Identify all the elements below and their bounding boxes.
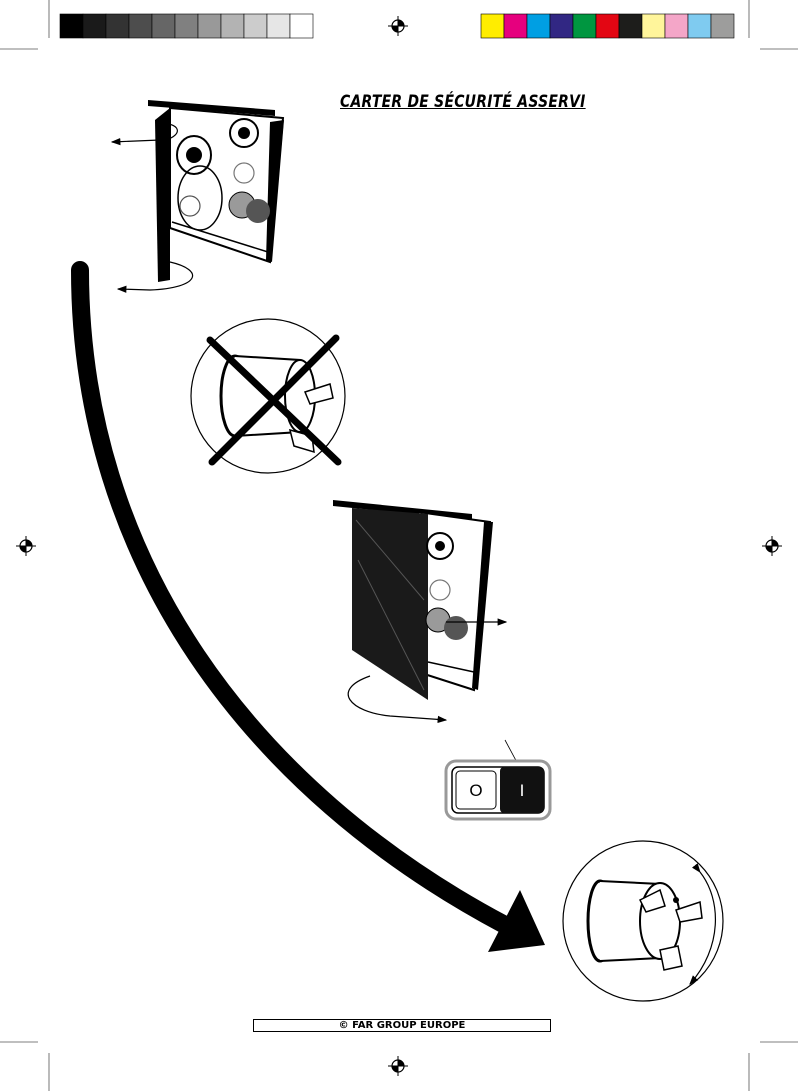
color-swatch	[220, 13, 245, 39]
grayscale-color-bar	[59, 13, 314, 39]
rotation-arrow-icon	[689, 863, 716, 985]
registration-target-icon	[387, 15, 409, 37]
color-swatch	[59, 13, 84, 39]
color-swatch	[572, 13, 597, 39]
process-color-bar	[480, 13, 735, 39]
color-swatch	[266, 13, 291, 39]
color-swatch	[710, 13, 735, 39]
registration-target-icon	[761, 535, 783, 557]
color-swatch	[549, 13, 574, 39]
color-swatch	[687, 13, 712, 39]
switch-off-label: O	[469, 781, 482, 800]
machine-guard-open	[110, 100, 285, 293]
color-swatch	[82, 13, 107, 39]
color-swatch	[641, 13, 666, 39]
switch-on-label: I	[520, 781, 525, 800]
color-swatch	[289, 13, 314, 39]
color-swatch	[503, 13, 528, 39]
color-swatch	[128, 13, 153, 39]
color-swatch	[480, 13, 505, 39]
color-swatch	[618, 13, 643, 39]
color-swatch	[664, 13, 689, 39]
color-swatch	[243, 13, 268, 39]
color-swatch	[526, 13, 551, 39]
color-swatch	[151, 13, 176, 39]
color-swatch	[174, 13, 199, 39]
curved-arrow-icon	[71, 261, 545, 952]
crossed-out-icon	[206, 334, 342, 466]
registration-target-icon	[387, 1055, 409, 1077]
chuck-detail-crossed	[190, 318, 346, 474]
color-swatch	[197, 13, 222, 39]
page-title: CARTER DE SÉCURITÉ ASSERVI	[340, 92, 586, 112]
chuck-detail-rotating	[562, 840, 724, 1002]
color-swatch	[105, 13, 130, 39]
machine-guard-closed	[333, 500, 508, 723]
color-swatch	[595, 13, 620, 39]
registration-target-icon	[15, 535, 37, 557]
copyright-footer: © FAR GROUP EUROPE	[253, 1019, 551, 1032]
power-switch-icon: O I	[444, 739, 552, 821]
